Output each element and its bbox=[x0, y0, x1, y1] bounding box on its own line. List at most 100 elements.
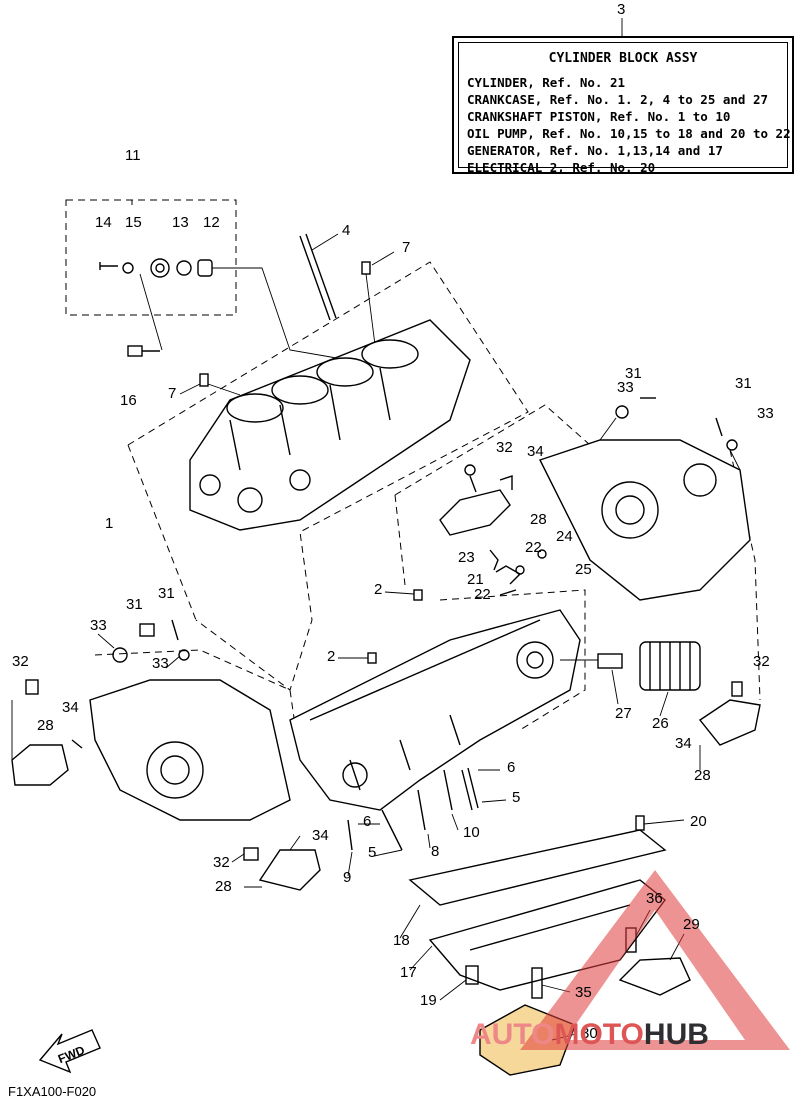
callout-19: 19 bbox=[420, 992, 437, 1009]
callout-8: 8 bbox=[431, 843, 439, 860]
callout-34: 34 bbox=[527, 443, 544, 460]
bracket-28-lower-center bbox=[231, 835, 321, 891]
right-side-cover bbox=[539, 397, 751, 601]
crankcase-group-right bbox=[439, 589, 586, 731]
callout-33: 33 bbox=[757, 405, 774, 422]
legend-line-cylinder: CYLINDER, Ref. No. 21 bbox=[467, 75, 626, 90]
callout-35: 35 bbox=[575, 984, 592, 1001]
fwd-arrow-badge: FWD bbox=[38, 1029, 101, 1074]
callout-17: 17 bbox=[400, 964, 417, 981]
callout-5: 5 bbox=[512, 789, 520, 806]
callout-12: 12 bbox=[203, 214, 220, 231]
callout-33: 33 bbox=[617, 379, 634, 396]
crankcase-group-top bbox=[394, 404, 591, 496]
diagram-code: F1XA100-F020 bbox=[8, 1084, 97, 1099]
callout-33: 33 bbox=[152, 655, 169, 672]
callout-34: 34 bbox=[675, 735, 692, 752]
callout-2: 2 bbox=[374, 581, 382, 598]
left-cover-group bbox=[94, 649, 301, 761]
legend-title: CYLINDER BLOCK ASSY bbox=[548, 51, 698, 66]
legend-line-oil-pump: OIL PUMP, Ref. No. 10,15 to 18 and 20 to… bbox=[467, 126, 791, 141]
legend-box: CYLINDER BLOCK ASSY CYLINDER, Ref. No. 2… bbox=[452, 36, 794, 175]
dowel-pin-7b-lead bbox=[179, 383, 241, 396]
callout-32: 32 bbox=[213, 854, 230, 871]
callout-9: 9 bbox=[343, 869, 351, 886]
logo-part-hub: HUB bbox=[643, 1018, 709, 1051]
callout-27: 27 bbox=[615, 705, 632, 722]
callout-28: 28 bbox=[37, 717, 54, 734]
legend-line-generator: GENERATOR, Ref. No. 1,13,14 and 17 bbox=[467, 143, 723, 158]
oil-pan-gasket bbox=[408, 829, 667, 906]
callout-13: 13 bbox=[172, 214, 189, 231]
stud-bolt-4 bbox=[299, 233, 339, 321]
cylinder-group-left bbox=[127, 444, 197, 621]
callout-5: 5 bbox=[368, 844, 376, 861]
callout-31: 31 bbox=[625, 365, 642, 382]
callout-14: 14 bbox=[95, 214, 112, 231]
callout-28: 28 bbox=[215, 878, 232, 895]
callout-20: 20 bbox=[690, 813, 707, 830]
dowel-pin-7a-lead bbox=[365, 251, 395, 346]
callout-33: 33 bbox=[90, 617, 107, 634]
logo-part-moto: MOTO bbox=[554, 1018, 644, 1051]
callout-32: 32 bbox=[753, 653, 770, 670]
callout-31: 31 bbox=[735, 375, 752, 392]
callout-22: 22 bbox=[474, 586, 491, 603]
bracket-28-upper bbox=[439, 464, 513, 536]
callout-1: 1 bbox=[105, 515, 113, 532]
callout-32: 32 bbox=[12, 653, 29, 670]
callout-18: 18 bbox=[393, 932, 410, 949]
dowel-pin-7a bbox=[361, 261, 371, 275]
legend-inner-frame: CYLINDER BLOCK ASSY CYLINDER, Ref. No. 2… bbox=[458, 42, 791, 175]
bracket-28-left bbox=[11, 679, 83, 786]
callout-16: 16 bbox=[120, 392, 137, 409]
callout-29: 29 bbox=[683, 916, 700, 933]
crankcase-group-left bbox=[394, 494, 406, 586]
pin-20 bbox=[635, 815, 645, 831]
callout-10: 10 bbox=[463, 824, 480, 841]
callout-15: 15 bbox=[125, 214, 142, 231]
bracket-28-lower-right bbox=[698, 681, 761, 770]
callout-32: 32 bbox=[496, 439, 513, 456]
watermark-triangle bbox=[520, 870, 790, 1050]
oil-pump-parts bbox=[489, 549, 547, 596]
callout-28: 28 bbox=[694, 767, 711, 784]
callout-22: 22 bbox=[525, 539, 542, 556]
crankcase bbox=[289, 589, 581, 811]
callout-28: 28 bbox=[530, 511, 547, 528]
callout-7: 7 bbox=[402, 239, 410, 256]
callout-23: 23 bbox=[458, 549, 475, 566]
callout-26: 26 bbox=[652, 715, 669, 732]
callout-2: 2 bbox=[327, 648, 335, 665]
watermark-logo: AUTOMOTOHUB bbox=[470, 1018, 709, 1052]
callout-30: 30 bbox=[581, 1025, 598, 1042]
callout-21: 21 bbox=[467, 571, 484, 588]
callout-6: 6 bbox=[363, 813, 371, 830]
gasket-lead bbox=[399, 904, 421, 939]
callout-6: 6 bbox=[507, 759, 515, 776]
callout-11: 11 bbox=[125, 147, 141, 164]
legend-line-crankcase: CRANKCASE, Ref. No. 1. 2, 4 to 25 and 27 bbox=[467, 92, 769, 107]
left-side-cover bbox=[89, 619, 291, 821]
callout-25: 25 bbox=[575, 561, 592, 578]
group-11-outline bbox=[65, 199, 237, 316]
callout-31: 31 bbox=[158, 585, 175, 602]
cylinder-block bbox=[189, 319, 471, 531]
legend-line-crankshaft: CRANKSHAFT PISTON, Ref. No. 1 to 10 bbox=[467, 109, 731, 124]
oil-filter bbox=[560, 641, 701, 717]
lower-bolts bbox=[347, 767, 507, 877]
callout-24: 24 bbox=[556, 528, 573, 545]
callout-34: 34 bbox=[312, 827, 329, 844]
callout-31: 31 bbox=[126, 596, 143, 613]
group-11-parts bbox=[99, 258, 349, 361]
callout-4: 4 bbox=[342, 222, 350, 239]
callout-34: 34 bbox=[62, 699, 79, 716]
legend-ref-number: 3 bbox=[617, 1, 625, 18]
pin-20-lead bbox=[643, 819, 685, 825]
cylinder-group-outline bbox=[127, 261, 529, 691]
dowel-pin-7b bbox=[199, 373, 209, 387]
callout-7: 7 bbox=[168, 385, 176, 402]
callout-36: 36 bbox=[646, 890, 663, 907]
